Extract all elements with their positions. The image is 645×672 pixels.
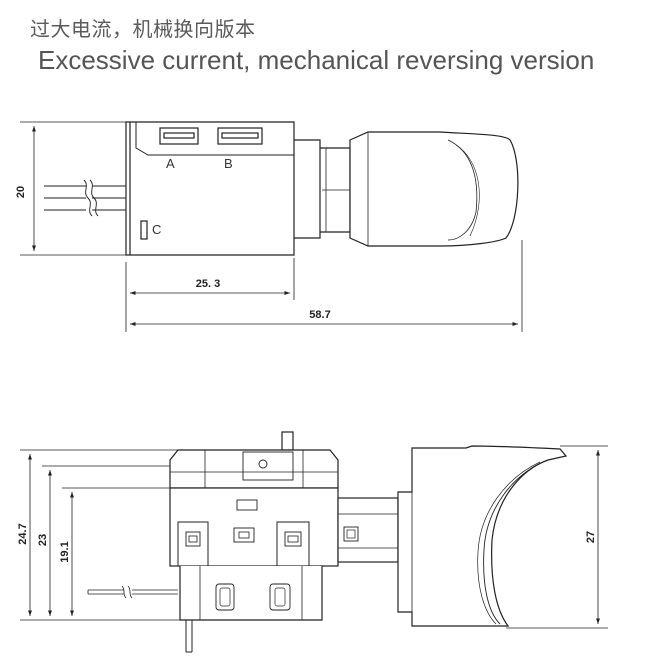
dim-height-23: 23	[37, 534, 49, 546]
dim-overall-height: 24.7	[17, 523, 29, 544]
terminal-c	[140, 220, 148, 240]
top-view-dimensions	[20, 121, 523, 332]
side-view-switch	[87, 431, 568, 653]
title-chinese: 过大电流，机械换向版本	[30, 17, 256, 41]
dim-total-length: 58.7	[309, 309, 330, 321]
dim-trigger-height: 27	[585, 531, 597, 543]
dim-body-length: 25. 3	[196, 278, 220, 290]
dim-height-20: 20	[15, 186, 27, 198]
terminal-c-label: C	[152, 222, 161, 237]
top-view-switch	[44, 121, 519, 256]
title-english: Excessive current, mechanical reversing …	[38, 45, 595, 75]
terminal-b-label: B	[224, 156, 233, 171]
side-view-dimensions	[20, 445, 608, 629]
terminal-b	[217, 127, 263, 145]
dim-height-19-1: 19.1	[59, 541, 71, 562]
terminal-a-label: A	[166, 156, 175, 171]
terminal-a	[159, 127, 199, 145]
